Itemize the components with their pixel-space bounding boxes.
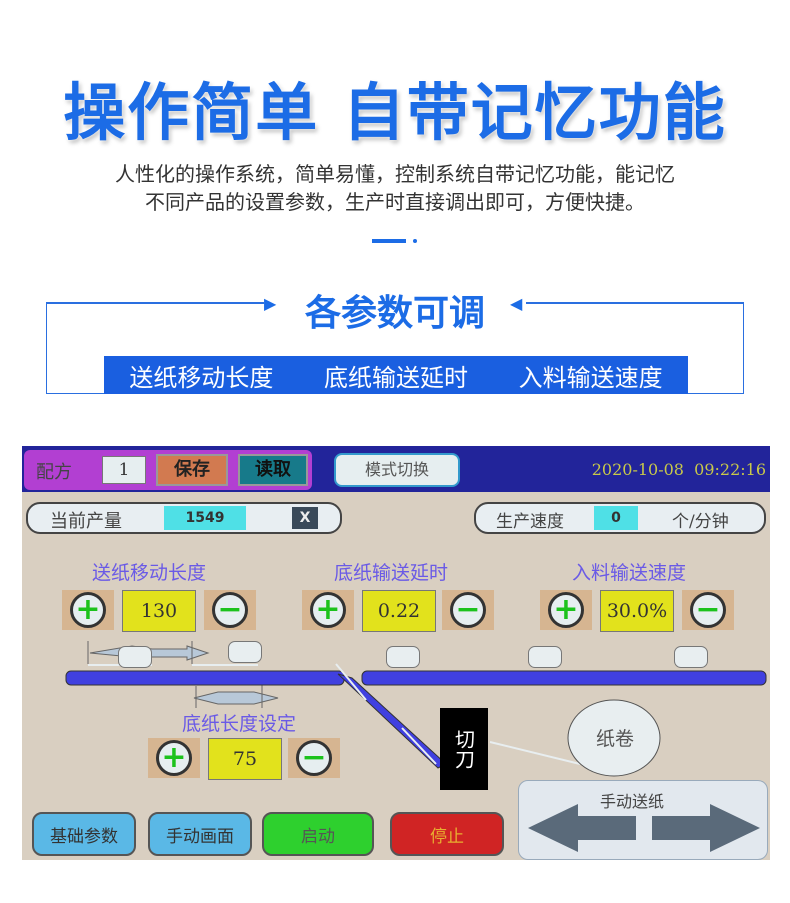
divider-dot: [413, 239, 417, 243]
param-label: 入料输送速度: [518, 363, 663, 392]
output-value: 1549: [164, 506, 246, 530]
backing-length-label: 底纸长度设定: [182, 713, 297, 735]
decrease-button[interactable]: −: [682, 590, 734, 630]
minus-icon: −: [296, 740, 332, 776]
backing-length-value[interactable]: 75: [208, 738, 282, 780]
basic-params-button[interactable]: 基础参数: [32, 812, 136, 856]
arrow-left-icon: ◀: [510, 294, 523, 313]
arrow-left-icon[interactable]: [528, 804, 636, 852]
roller: [674, 646, 708, 668]
minus-icon: −: [212, 592, 248, 628]
arrow-right-icon: ▶: [264, 294, 277, 313]
param-feed-length-label: 送纸移动长度: [92, 562, 207, 584]
increase-button[interactable]: +: [62, 590, 114, 630]
output-label: 当前产量: [50, 511, 122, 532]
param-label: 底纸输送延时: [323, 363, 468, 392]
recipe-input[interactable]: 1: [102, 456, 146, 484]
speed-unit: 个/分钟: [672, 512, 729, 532]
decrease-button[interactable]: −: [442, 590, 494, 630]
divider: [372, 239, 406, 243]
param-label: 送纸移动长度: [129, 363, 274, 392]
cutter: 切刀: [440, 708, 488, 790]
frame-line-right: [526, 302, 744, 304]
paper-roll-label: 纸卷: [596, 728, 635, 750]
plus-icon: +: [310, 592, 346, 628]
read-button[interactable]: 读取: [238, 454, 308, 486]
increase-button[interactable]: +: [148, 738, 200, 778]
minus-icon: −: [690, 592, 726, 628]
speed-label: 生产速度: [496, 512, 564, 532]
manual-feed-label: 手动送纸: [600, 792, 665, 811]
section-title: 各参数可调: [304, 293, 485, 334]
save-button[interactable]: 保存: [156, 454, 228, 486]
feed-length-value[interactable]: 130: [122, 590, 196, 632]
infeed-speed-value[interactable]: 30.0%: [600, 590, 674, 632]
manual-feed-arrows: [528, 804, 760, 852]
param-bar: 送纸移动长度 底纸输送延时 入料输送速度: [104, 356, 688, 394]
start-button[interactable]: 启动: [262, 812, 374, 856]
hmi-screen: 配方 1 保存 读取 模式切换 2020-10-08 09:22:16 当前产量…: [22, 446, 770, 860]
plus-icon: +: [548, 592, 584, 628]
roller: [118, 646, 152, 668]
increase-button[interactable]: +: [540, 590, 592, 630]
subtitle-line-1: 人性化的操作系统，简单易懂，控制系统自带记忆功能，能记忆: [115, 162, 675, 186]
param-delay-label: 底纸输送延时: [334, 562, 449, 584]
roller: [228, 641, 262, 663]
recipe-label: 配方: [36, 462, 72, 483]
minus-icon: −: [450, 592, 486, 628]
frame-line-left: [46, 302, 264, 304]
subtitle-line-2: 不同产品的设置参数，生产时直接调出即可，方便快捷。: [145, 190, 645, 214]
stop-button[interactable]: 停止: [390, 812, 504, 856]
roller: [386, 646, 420, 668]
decrease-button[interactable]: −: [204, 590, 256, 630]
mode-switch-button[interactable]: 模式切换: [334, 453, 460, 487]
page-title: 操作简单 自带记忆功能: [63, 76, 727, 149]
speed-value: 0: [594, 506, 638, 530]
roller: [528, 646, 562, 668]
param-speed-label: 入料输送速度: [572, 562, 687, 584]
delay-value[interactable]: 0.22: [362, 590, 436, 632]
plus-icon: +: [70, 592, 106, 628]
arrow-right-icon[interactable]: [652, 804, 760, 852]
datetime: 2020-10-08 09:22:16: [591, 460, 766, 479]
increase-button[interactable]: +: [302, 590, 354, 630]
double-arrow-icon: [193, 691, 279, 705]
decrease-button[interactable]: −: [288, 738, 340, 778]
clear-output-button[interactable]: X: [292, 507, 318, 529]
manual-screen-button[interactable]: 手动画面: [148, 812, 252, 856]
plus-icon: +: [156, 740, 192, 776]
